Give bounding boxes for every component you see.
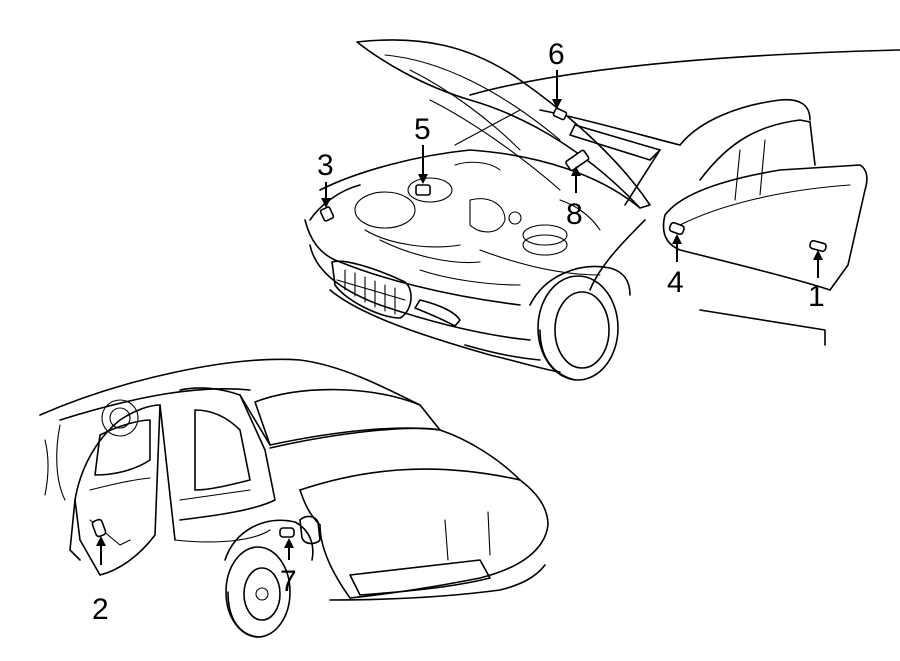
callout-5: 5 [414,113,431,146]
tag-7 [279,527,295,538]
tag-1 [809,239,827,253]
tag-8 [565,149,590,172]
front-car-drawing [304,39,900,381]
tag-5 [415,184,431,196]
tag-3 [319,206,335,222]
callout-numbers: 1 2 3 4 5 6 7 8 [92,38,825,626]
callout-4: 4 [667,266,684,299]
callout-3: 3 [317,149,334,182]
callout-6: 6 [548,38,565,71]
tag-4 [668,221,685,236]
tag-6 [552,107,568,121]
callout-1: 1 [808,280,825,313]
rear-car-drawing [39,358,549,638]
label-tags [91,107,827,538]
callout-8: 8 [566,198,583,231]
callout-arrows [96,70,823,565]
callout-7: 7 [280,565,297,598]
tag-2 [91,518,107,538]
callout-2: 2 [92,593,109,626]
